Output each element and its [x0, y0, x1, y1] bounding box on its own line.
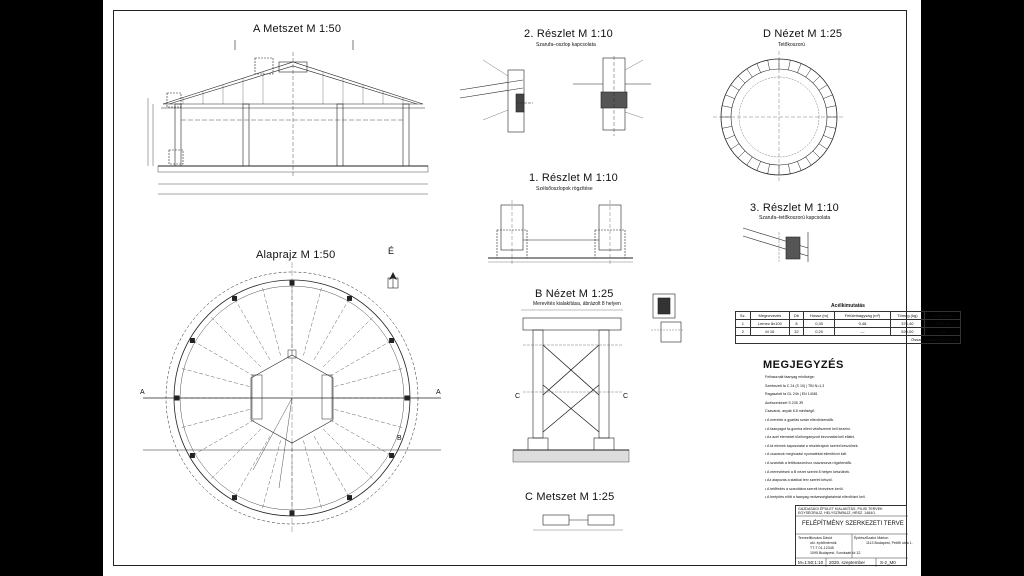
designer-label: Tervező:: [798, 536, 812, 540]
steel-cell: 0,20: [802, 327, 836, 336]
title-block: GAZDASÁGI ÉPÜLET KIALAKÍTÁS, PILISI TERV…: [795, 505, 913, 567]
detail1-subtitle: Szélsőoszlopok rögzítése: [536, 186, 593, 192]
d-view-subtitle: Tetőkoszorú: [778, 42, 805, 48]
scale-value: M=1:50;1:10: [798, 560, 824, 565]
designer-line-4: 1095 Budapest, Soroksári út 12.: [810, 551, 862, 555]
table-row: Összes tömeg (kg) 896,40: [735, 335, 961, 344]
checker-line-1: Szabó Márton: [866, 536, 889, 540]
detail2-subtitle: Szarufa–oszlop kapcsolata: [536, 42, 596, 48]
checker-label: Építész:: [854, 536, 867, 540]
steel-header-cell: Db: [789, 311, 804, 320]
c-section-drawing: [533, 514, 623, 531]
steel-list-table: Sz. Megnevezés Db Hossz (m) Felületnagys…: [735, 311, 961, 344]
steel-list-title: Acélkimutatás: [831, 303, 865, 309]
steel-cell: Lemez 8x100: [749, 319, 791, 328]
steel-cell: 32: [789, 327, 804, 336]
c-section-title: C Metszet M 1:25: [525, 491, 615, 503]
section-b-mark: B: [397, 435, 402, 442]
steel-header-cell: Hossz (m): [802, 311, 836, 320]
steel-total: Összes tömeg (kg) 896,40: [735, 335, 961, 344]
owner-line-1: GAZDASÁGI ÉPÜLET KIALAKÍTÁS, PILISI TERV…: [798, 507, 883, 511]
steel-cell: 376,40: [889, 319, 926, 328]
steel-header-cell: Megjegyzés: [924, 311, 961, 320]
steel-cell: M 16: [749, 327, 791, 336]
note-line: Ragasztott fa GL 24h | EN 14081: [765, 392, 818, 397]
steel-header-cell: Sz.: [735, 311, 751, 320]
d-view-drawing: [713, 51, 845, 183]
sheet-frame: [113, 10, 907, 566]
sheet-number: S-2_M0: [880, 560, 896, 565]
steel-cell: 520,00: [889, 327, 926, 336]
note-line: • A csavarok meghúzási nyomatékát ellenő…: [765, 452, 848, 457]
steel-header-cell: Tömeg (kg): [889, 311, 926, 320]
table-row: 1 Lemez 8x100 8 0,30 0,48 376,40 S235 JR: [735, 319, 961, 328]
note-line: • A merevítések a B nézet szerint 8 hely…: [765, 469, 851, 474]
note-line: • Az alapozás a statikai terv szerint ké…: [765, 478, 833, 483]
b-view-drawing: C C: [512, 309, 630, 463]
section-c-left-mark: C: [515, 393, 520, 400]
steel-cell: 2: [735, 327, 751, 336]
detail3-drawing: [742, 227, 809, 262]
a-section-drawing: [147, 40, 429, 195]
steel-list-header-row: Sz. Megnevezés Db Hossz (m) Felületnagys…: [735, 311, 961, 320]
floorplan-title: Alaprajz M 1:50: [256, 249, 336, 261]
note-line: • A beépítés előtt a faanyag nedvességta…: [765, 495, 866, 500]
designer-line-3: TT-T 01-12345: [810, 546, 834, 550]
drawing-title: FELÉPÍTMÉNY SZERKEZETI TERVE: [802, 521, 904, 527]
note-line: Csavarok, anyák 8.8 minőségű: [765, 409, 815, 414]
d-view-title: D Nézet M 1:25: [763, 28, 843, 40]
detail2-title: 2. Részlet M 1:10: [524, 28, 613, 40]
date-value: 2020. szeptember: [829, 560, 866, 565]
a-section-title: A Metszet M 1:50: [253, 23, 342, 35]
b-view-subtitle: Merevítés kialakítása, ábrázolt 8 helyen: [533, 301, 621, 307]
note-line: • A faanyagot fa-gomba elleni védőszerre…: [765, 426, 851, 431]
floorplan-drawing: A A B: [140, 262, 441, 534]
note-line: Acélszerkezet S 235 JR: [765, 400, 804, 405]
note-line: • A tetőfedés a szarufákra szerelt lécez…: [765, 486, 844, 491]
note-line: • Az acél elemeket tűzihorganyzott bevon…: [765, 435, 856, 440]
note-line: • A méretek a gyártás során ellenőrizend…: [765, 418, 835, 422]
note-line: • A szarufák a tetőkoszorúhoz csavarozva…: [765, 461, 853, 465]
detail3-subtitle: Szarufa–tetőkoszorú kapcsolata: [759, 215, 831, 221]
steel-header-cell: Megnevezés: [749, 311, 791, 320]
designer-line-2: okl. építőmérnök: [810, 541, 837, 545]
b-view-title: B Nézet M 1:25: [535, 288, 614, 300]
note-line: Felhasznált faanyag minősége:: [765, 375, 815, 379]
steel-header-cell: Felületnagyság (m²): [834, 311, 891, 320]
steel-cell: 1: [735, 319, 751, 328]
steel-cell: S235 JR: [924, 319, 961, 328]
section-a-right-mark: A: [436, 389, 441, 396]
steel-cell: 8: [789, 319, 804, 328]
section-a-left-mark: A: [140, 389, 145, 396]
north-label: É: [388, 246, 395, 256]
detail1-title: 1. Részlet M 1:10: [529, 172, 618, 184]
note-line: • A fa elemek kapcsolatai a részletrajzo…: [765, 443, 859, 448]
detail1-drawing: [488, 200, 633, 264]
north-arrow: [387, 272, 399, 289]
detail2-drawing: [459, 56, 651, 136]
designer-line-1: Kovács Dávid: [810, 536, 832, 540]
steel-cell: 0,30: [802, 319, 836, 328]
detail3-title: 3. Részlet M 1:10: [750, 202, 839, 214]
table-row: 2 M 16 32 0,20 — 520,00 8.8: [735, 327, 961, 336]
drawing-sheet: A Metszet M 1:50: [103, 0, 961, 576]
notes-title: MEGJEGYZÉS: [763, 359, 844, 371]
note-line: Szerkezeti fa C 24 (S 10) | TBI N=1,3: [765, 383, 825, 388]
section-c-right-mark: C: [623, 393, 628, 400]
connector-detail-drawing: [651, 293, 683, 343]
steel-cell: —: [834, 327, 891, 336]
steel-cell: 8.8: [924, 327, 961, 336]
owner-line-2: EGYSÉGRAJZ, HELYSZÍNRAJZ, HRSZ. 1464/1: [798, 511, 876, 515]
steel-cell: 0,48: [834, 319, 891, 328]
checker-line-2: 1113 Budapest, Petőfi utca 1.: [866, 541, 913, 545]
